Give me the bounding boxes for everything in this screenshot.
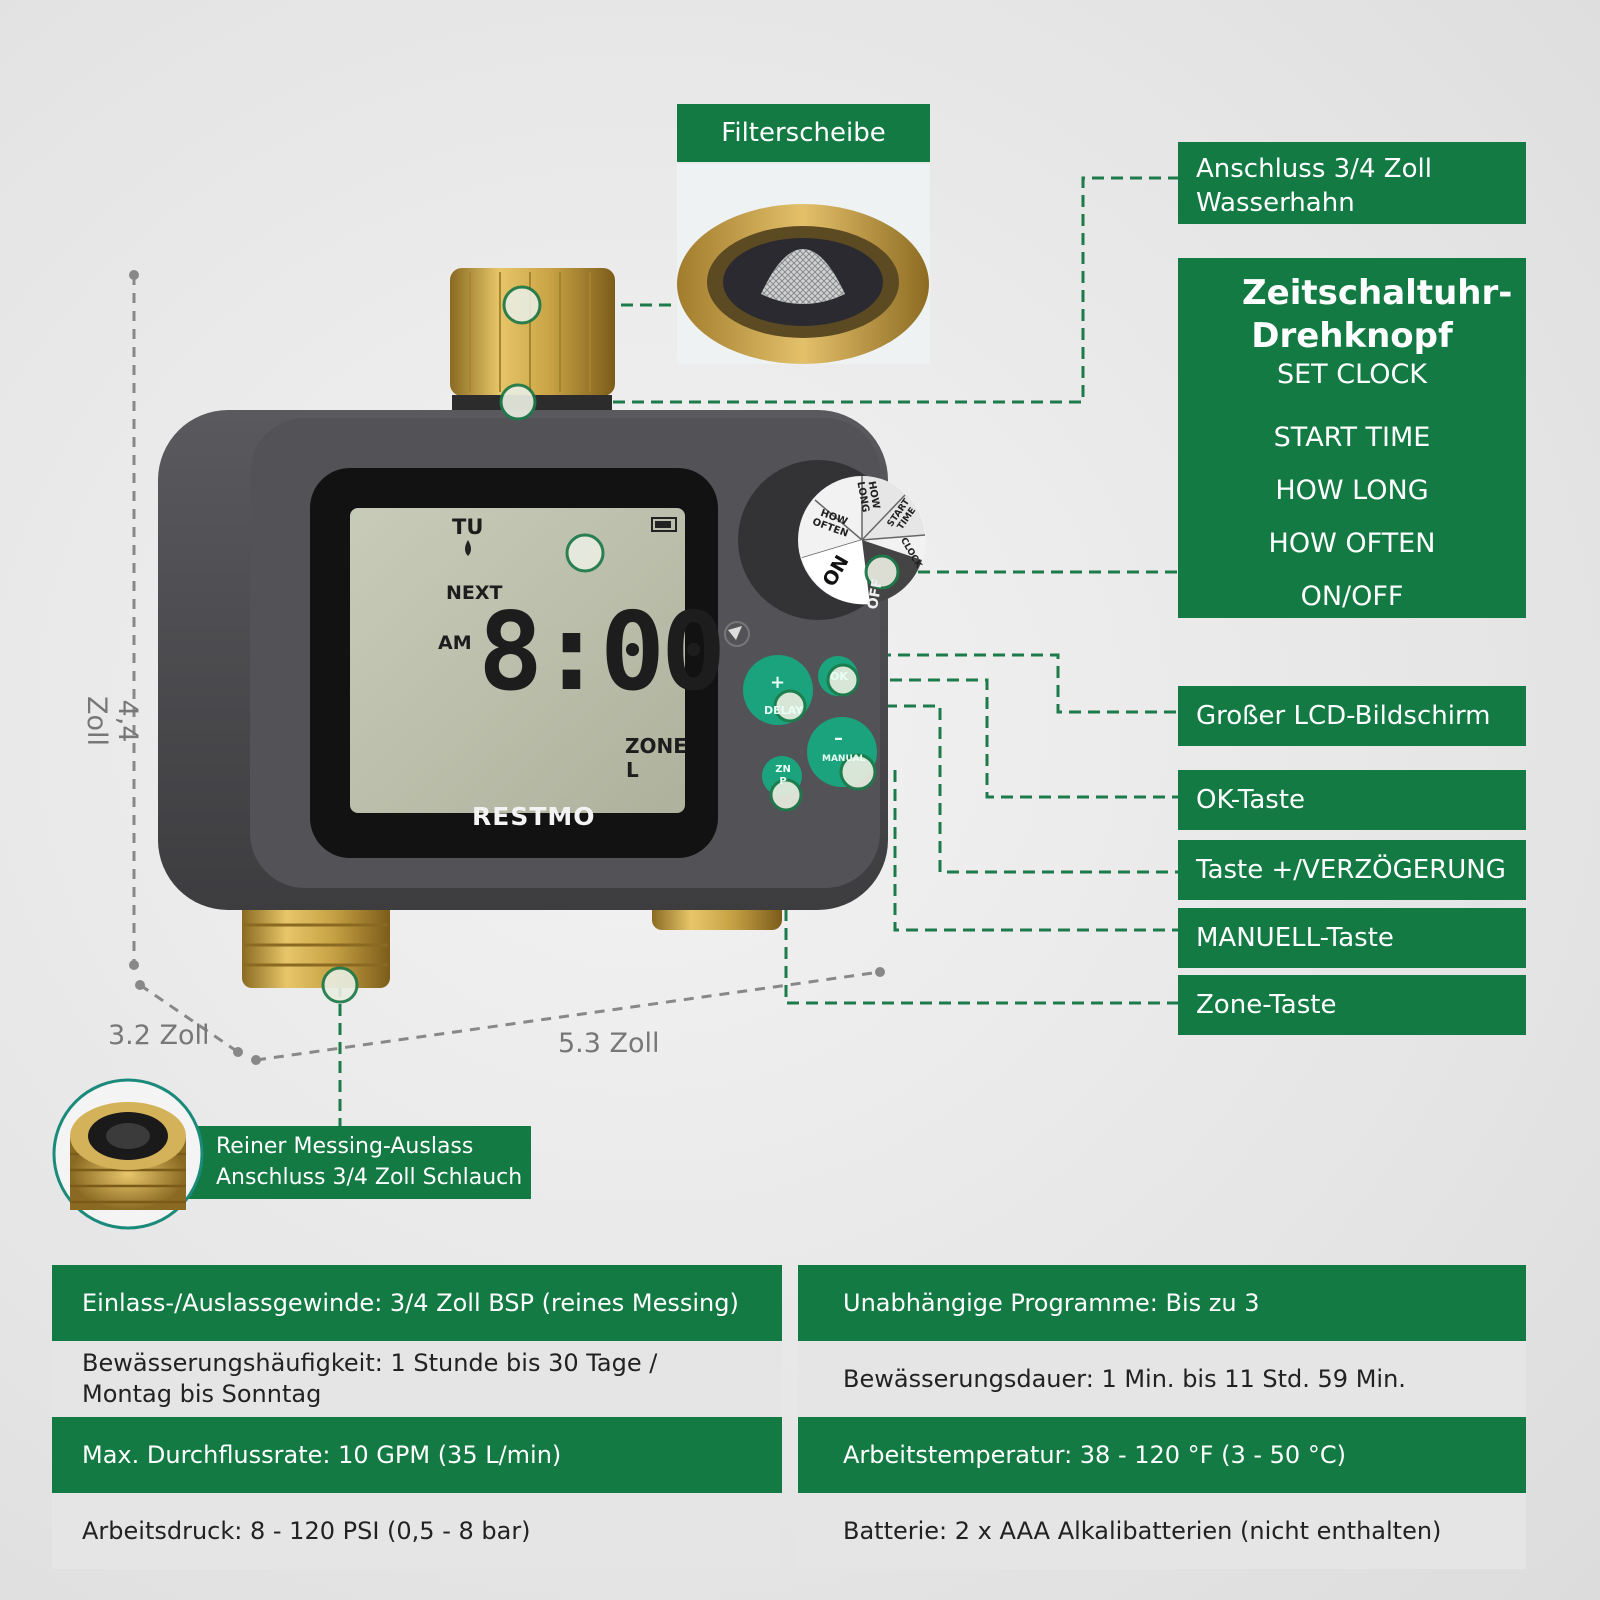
lcd-screen-label: Großer LCD-Bildschirm (1178, 686, 1526, 746)
water-drop-icon (465, 540, 471, 556)
brass-outlet-image (52, 1078, 204, 1230)
knob-item-how-long: HOW LONG (1275, 475, 1429, 506)
brand-logo: RESTMO (472, 802, 596, 831)
marker-zone (769, 778, 803, 812)
button-label-manual: MANUAL (822, 754, 866, 764)
knob-item-how-often: HOW OFTEN (1268, 528, 1436, 559)
button-label-minus: – (834, 728, 843, 749)
spec-left-3: Max. Durchflussrate: 10 GPM (35 L/min) (52, 1417, 782, 1493)
lcd-zone: ZONE (625, 734, 687, 758)
spec-right-4: Batterie: 2 x AAA Alkalibatterien (nicht… (798, 1493, 1526, 1569)
dial-pointer-icon (728, 626, 742, 640)
marker-lcd (565, 533, 605, 573)
lcd-screen (350, 508, 685, 813)
lcd-zone-value: L (626, 758, 639, 782)
lcd-time: 8:00 (478, 590, 726, 715)
button-label-zone: ZN P (775, 764, 791, 787)
button-label-plus: + (770, 672, 786, 693)
spec-right-3: Arbeitstemperatur: 38 - 120 °F (3 - 50 °… (798, 1417, 1526, 1493)
marker-manual (839, 753, 877, 791)
knob-item-set-clock: SET CLOCK (1276, 359, 1428, 390)
ok-button-label: OK-Taste (1178, 770, 1526, 830)
spec-right-1: Unabhängige Programme: Bis zu 3 (798, 1265, 1526, 1341)
knob-item-start-time: START TIME (1273, 422, 1431, 453)
manual-button-label: MANUELL-Taste (1178, 908, 1526, 968)
zone-button-label: Zone-Taste (1178, 975, 1526, 1035)
lcd-next: NEXT (446, 582, 503, 604)
lcd-ampm: AM (438, 632, 472, 654)
spec-left-2: Bewässerungshäufigkeit: 1 Stunde bis 30 … (52, 1341, 782, 1417)
spec-left-1: Einlass-/Auslassgewinde: 3/4 Zoll BSP (r… (52, 1265, 782, 1341)
faucet-connection-label: Anschluss 3/4 Zoll Wasserhahn (1178, 142, 1526, 224)
marker-inlet (502, 285, 542, 325)
spec-right-2: Bewässerungsdauer: 1 Min. bis 11 Std. 59… (798, 1341, 1526, 1417)
width-dimension-label: 5.3 Zoll (558, 1028, 660, 1059)
knob-title: Zeitschaltuhr-Drehknopf (1242, 273, 1513, 356)
filter-disc-image (677, 164, 930, 364)
button-label-ok: OK (830, 670, 848, 683)
marker-delay (773, 689, 807, 723)
filter-disc-title: Filterscheibe (677, 104, 930, 162)
spec-left-4: Arbeitsdruck: 8 - 120 PSI (0,5 - 8 bar) (52, 1493, 782, 1569)
inlet-nut (450, 268, 615, 396)
marker-dial (864, 554, 900, 590)
lcd-day: TU (452, 515, 484, 539)
button-label-delay: DELAY (764, 704, 804, 717)
brass-outlet-label: Reiner Messing-Auslass Anschluss 3/4 Zol… (150, 1126, 531, 1199)
battery-icon (651, 517, 677, 532)
marker-outlet (321, 966, 359, 1004)
plus-delay-button-label: Taste +/VERZÖGERUNG (1178, 840, 1526, 900)
marker-ok (826, 663, 860, 697)
knob-item-on-off: ON/OFF (1300, 581, 1404, 612)
marker-faucet (499, 383, 537, 421)
depth-dimension-label: 3.2 Zoll (108, 1020, 210, 1051)
knob-description-box: Zeitschaltuhr-Drehknopf SET CLOCK START … (1178, 258, 1526, 618)
